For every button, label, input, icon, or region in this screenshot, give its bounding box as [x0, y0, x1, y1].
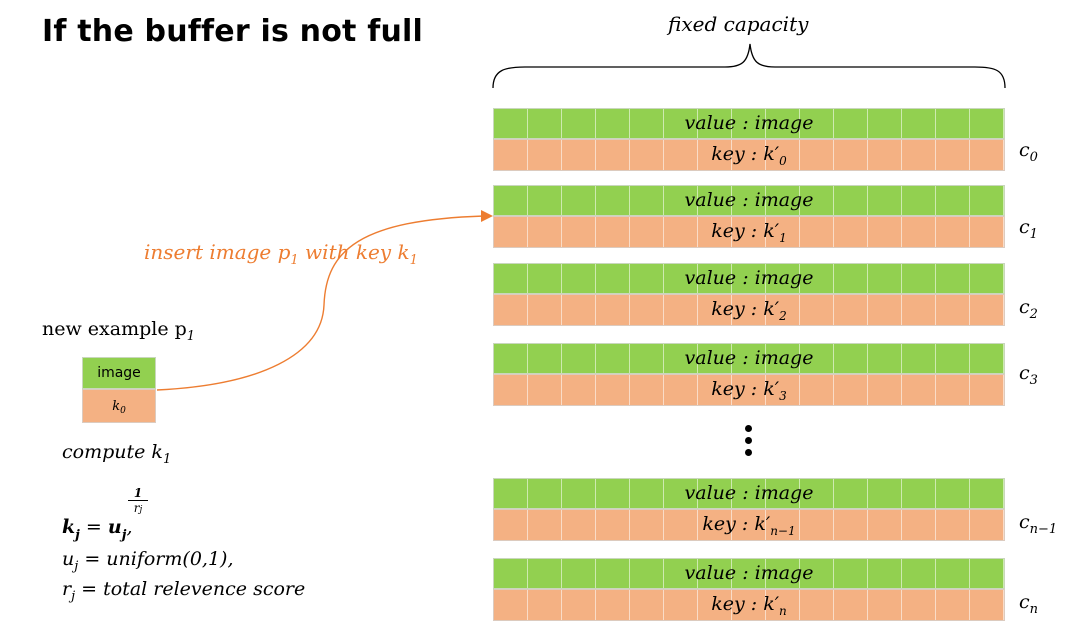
slot-cap-label: cn [1019, 591, 1038, 617]
u-rest: = uniform(0,1), [78, 548, 234, 570]
capacity-label: fixed capacity [668, 12, 809, 36]
slot-key-sub: 0 [779, 154, 787, 168]
slot-value-cell: value : image [493, 478, 1005, 509]
formula-lhs: k [62, 516, 76, 538]
new-example-sub: 1 [186, 329, 196, 344]
dot [744, 437, 752, 444]
cap-sub: 0 [1029, 150, 1038, 165]
formula-lhs-sub: j [75, 528, 80, 543]
slot-cap-label: c1 [1019, 216, 1038, 242]
slot-key-sub: 2 [779, 309, 787, 323]
slot-value-text: value : image [684, 112, 814, 134]
slot-value-text: value : image [684, 267, 814, 289]
slot-key-text: key : k′3 [494, 378, 1004, 403]
slide-title: If the buffer is not full [42, 14, 423, 49]
slot-value-text: value : image [684, 562, 814, 584]
slot-value-cell: value : image [493, 263, 1005, 294]
example-key-cell: k0 [82, 389, 156, 423]
formula-rhs-sub: j [121, 528, 127, 543]
new-example-text: new example p [42, 318, 187, 340]
slot-key-label: key : k′ [702, 513, 771, 535]
formula-line-r: rj = total relevence score [62, 578, 306, 604]
compute-sub: 1 [162, 452, 172, 467]
cap-letter: c [1019, 139, 1030, 161]
slot-key-cell: key : k′n−1 [493, 509, 1005, 541]
slot-cap-label: c2 [1019, 296, 1038, 322]
dot [744, 425, 752, 432]
cap-letter: c [1019, 296, 1030, 318]
slot-value-text: value : image [684, 347, 814, 369]
cap-sub: 2 [1029, 307, 1038, 322]
r-base: r [62, 578, 72, 600]
insert-sub-1: 1 [290, 253, 299, 268]
cap-letter: c [1019, 591, 1030, 613]
insert-label: insert image p1 with key k1 [144, 240, 418, 268]
ellipsis-dots [740, 425, 756, 461]
slot-key-label: key : k′ [711, 593, 780, 615]
slot-key-cell: key : k′3 [493, 374, 1005, 406]
r-sub: j [71, 589, 76, 604]
insert-text-2: with key k [298, 240, 410, 264]
slot-key-label: key : k′ [711, 298, 780, 320]
slot-key-label: key : k′ [711, 378, 780, 400]
formula-trail: , [126, 516, 133, 538]
slot-key-cell: key : k′2 [493, 294, 1005, 326]
formula-eq: = [79, 516, 108, 538]
slot-cap-label: cn−1 [1019, 511, 1057, 537]
slot-key-text: key : k′n [494, 593, 1004, 618]
cap-letter: c [1019, 511, 1030, 533]
formula-line-u: uj = uniform(0,1), [62, 548, 234, 574]
example-key-text: k [112, 399, 121, 414]
r-rest: = total relevence score [75, 578, 306, 600]
slot-key-sub: n−1 [770, 524, 796, 538]
formula-rhs: u [107, 516, 122, 538]
slot-key-cell: key : k′0 [493, 139, 1005, 171]
slot-key-cell: key : k′n [493, 589, 1005, 621]
compute-label: compute k1 [62, 441, 171, 467]
slot-value-text: value : image [684, 482, 814, 504]
formula-exp-den-sub: j [139, 505, 143, 515]
slot-value-text: value : image [684, 189, 814, 211]
cap-sub: 3 [1029, 373, 1038, 388]
example-image-cell: image [82, 357, 156, 389]
slot-key-text: key : k′0 [494, 143, 1004, 168]
dot [744, 449, 752, 456]
slot-value-cell: value : image [493, 108, 1005, 139]
slot-cap-label: c0 [1019, 139, 1038, 165]
insert-sub-2: 1 [409, 253, 418, 268]
insert-arrow-head [481, 210, 493, 222]
cap-sub: n [1029, 602, 1039, 617]
formula-exp-num: 1 [128, 486, 148, 501]
u-base: u [62, 548, 75, 570]
cap-sub: 1 [1029, 227, 1038, 242]
slot-key-sub: 3 [779, 389, 787, 403]
slot-key-text: key : k′n−1 [494, 513, 1004, 538]
cap-letter: c [1019, 216, 1030, 238]
insert-arrow-path [156, 215, 485, 391]
slot-value-cell: value : image [493, 343, 1005, 374]
slot-key-text: key : k′2 [494, 298, 1004, 323]
insert-text-1: insert image p [144, 240, 291, 264]
slot-key-sub: 1 [779, 231, 787, 245]
u-sub: j [74, 559, 79, 574]
slot-key-sub: n [779, 604, 787, 618]
slot-key-label: key : k′ [711, 143, 780, 165]
compute-text: compute k [62, 441, 163, 463]
slot-key-label: key : k′ [711, 220, 780, 242]
formula-exp-den: r [133, 501, 140, 515]
slot-value-cell: value : image [493, 185, 1005, 216]
slot-key-cell: key : k′1 [493, 216, 1005, 248]
capacity-brace [492, 43, 1006, 89]
new-example-label: new example p1 [42, 318, 195, 344]
slot-cap-label: c3 [1019, 362, 1038, 388]
example-key-sub: 0 [120, 406, 126, 416]
cap-letter: c [1019, 362, 1030, 384]
cap-sub: n−1 [1029, 522, 1058, 537]
slot-value-cell: value : image [493, 558, 1005, 589]
slot-key-text: key : k′1 [494, 220, 1004, 245]
